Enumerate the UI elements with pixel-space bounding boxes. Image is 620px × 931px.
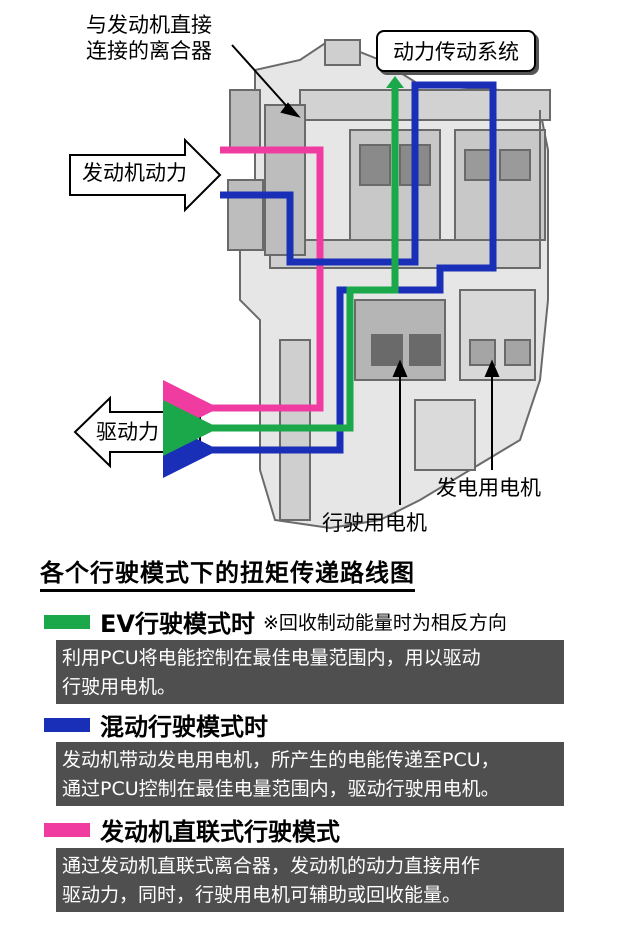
blue-torque-path (163, 81, 497, 478)
generator-motor-label: 发电用电机 (436, 476, 541, 500)
housing-outline (227, 38, 551, 530)
engine-power-label: 发动机动力 (82, 161, 187, 185)
mode-hybrid-desc-line2: 通过PCU控制在最佳电量范围内，驱动行驶用电机。 (62, 778, 500, 800)
hybrid-color-swatch (44, 717, 90, 732)
mode-ev-header: EV行驶模式时 ※回收制动能量时为相反方向 (44, 604, 507, 639)
drive-motor-label: 行驶用电机 (322, 511, 427, 535)
mode-ev-note: ※回收制动能量时为相反方向 (262, 612, 507, 634)
engine-power-arrow (69, 137, 222, 213)
direct-color-swatch (44, 822, 90, 837)
clutch-label-line1: 与发动机直接 (86, 13, 212, 37)
mode-ev-name: EV行驶模式时 (100, 610, 255, 638)
leader-lines (231, 44, 500, 505)
mode-hybrid-header: 混动行驶模式时 (44, 707, 268, 742)
mode-direct-desc-line2: 驱动力，同时，行驶用电机可辅助或回收能量。 (62, 884, 462, 906)
clutch-label: 与发动机直接 连接的离合器 (86, 12, 212, 64)
mode-ev-description: 利用PCU将电能控制在最佳电量范围内，用以驱动 行驶用电机。 (56, 640, 564, 704)
mode-ev-desc-line1: 利用PCU将电能控制在最佳电量范围内，用以驱动 (62, 647, 481, 669)
green-torque-path (163, 92, 399, 456)
mode-hybrid-name: 混动行驶模式时 (100, 713, 268, 741)
mode-hybrid-desc-line1: 发动机带动发电用电机，所产生的电能传递至PCU， (62, 749, 500, 771)
section-title: 各个行驶模式下的扭矩传递路线图 (40, 553, 415, 592)
ev-color-swatch (44, 614, 90, 629)
drivetrain-label-box: 动力传动系统 (376, 30, 536, 72)
mode-hybrid-description: 发动机带动发电用电机，所产生的电能传递至PCU， 通过PCU控制在最佳电量范围内… (56, 742, 564, 806)
mode-direct-description: 通过发动机直联式离合器，发动机的动力直接用作 驱动力，同时，行驶用电机可辅助或回… (56, 848, 564, 912)
mode-direct-header: 发动机直联式行驶模式 (44, 812, 340, 847)
torque-path-diagram: 与发动机直接 连接的离合器 动力传动系统 发动机动力 驱动力 发电用电机 行驶用… (69, 12, 551, 535)
mode-direct-desc-line1: 通过发动机直联式离合器，发动机的动力直接用作 (62, 855, 481, 877)
drive-force-label: 驱动力 (96, 420, 159, 444)
mode-direct-name: 发动机直联式行驶模式 (100, 818, 340, 846)
transmission-cutaway-drawing (69, 38, 551, 530)
drivetrain-label: 动力传动系统 (393, 40, 519, 64)
pink-torque-path (163, 146, 324, 436)
clutch-label-line2: 连接的离合器 (86, 39, 212, 63)
mode-ev-desc-line2: 行驶用电机。 (62, 676, 177, 698)
